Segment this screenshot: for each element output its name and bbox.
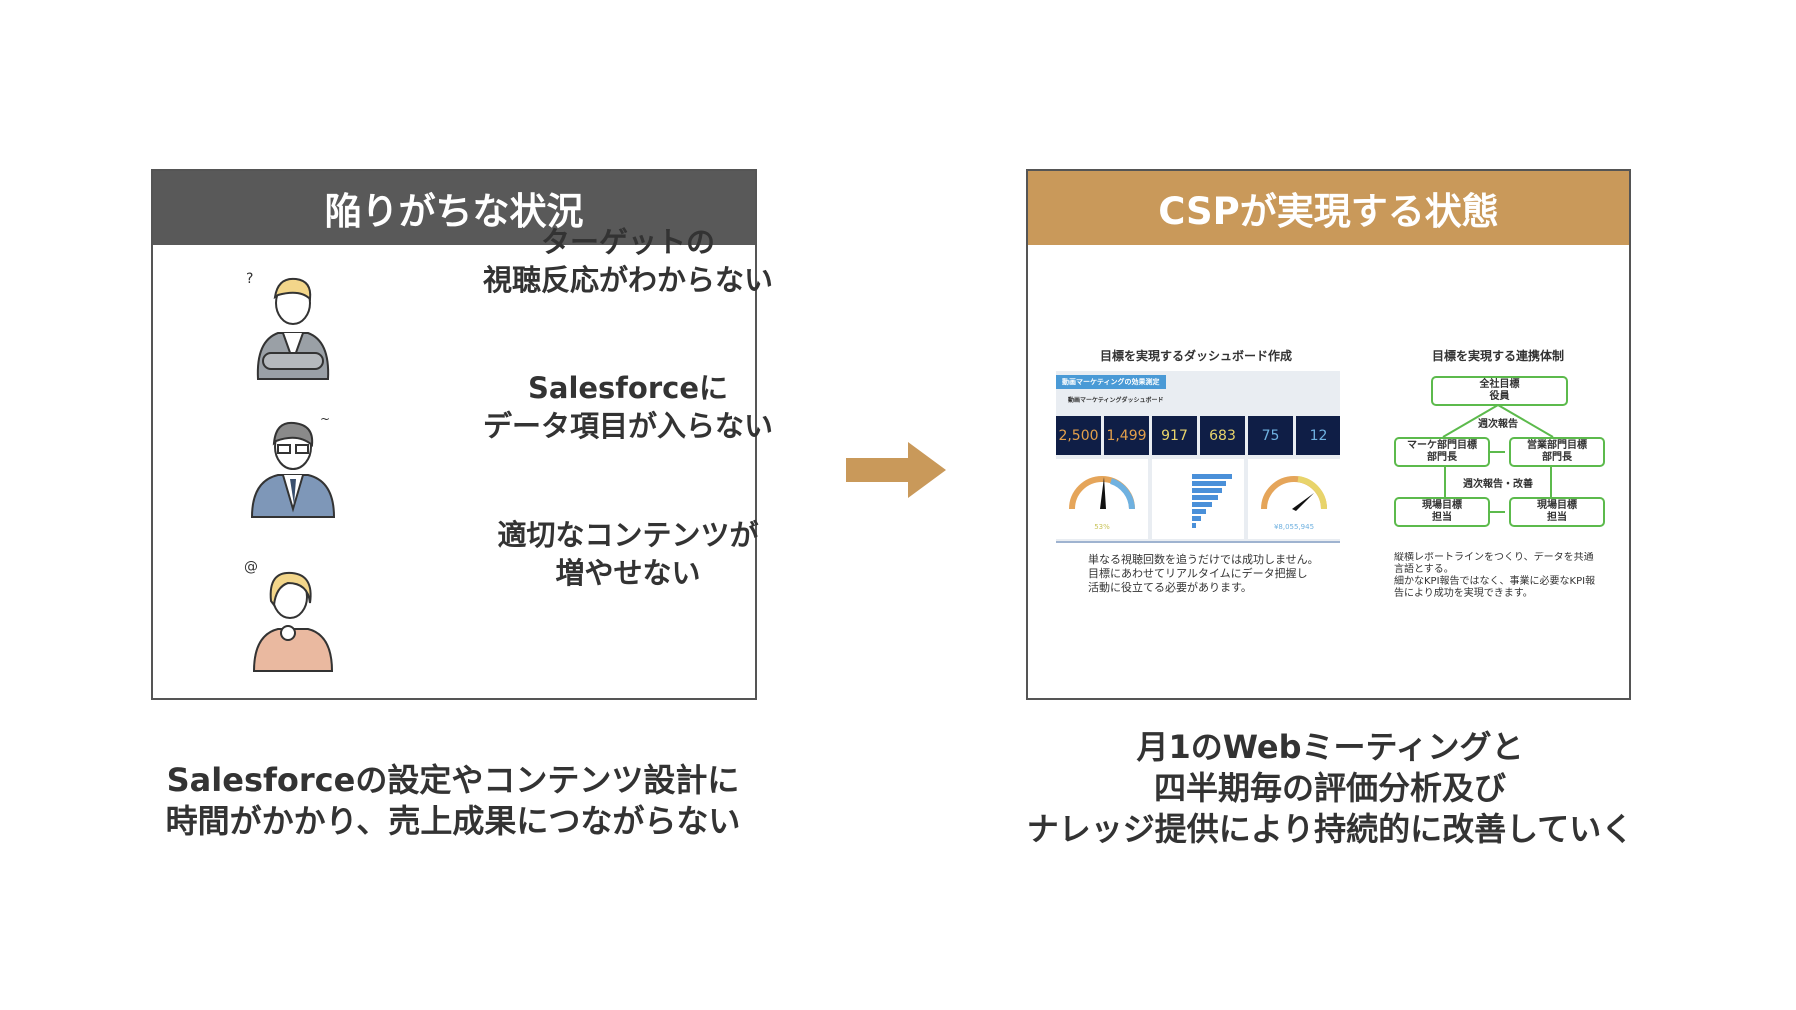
left-caption-line: 時間がかかり、売上成果につながらない xyxy=(165,802,741,840)
kpi-tile: 12 xyxy=(1296,416,1340,455)
gauge-chart-icon xyxy=(1261,476,1328,511)
gauge-card-1: 53% xyxy=(1056,459,1148,539)
caption-line: 言語とする。 xyxy=(1394,564,1454,575)
org-label: 担当 xyxy=(1547,512,1567,523)
svg-text:~: ~ xyxy=(320,412,330,426)
org-label: 現場目標 xyxy=(1537,500,1577,511)
right-arrow-icon xyxy=(846,442,946,498)
svg-text:?: ? xyxy=(246,271,253,287)
bar-chart-icon xyxy=(1192,474,1232,528)
caption-line: 細かなKPI報告ではなく、事業に必要なKPI報 xyxy=(1394,576,1596,587)
gauge-chart-icon xyxy=(1069,476,1135,510)
org-caption: 縦横レポートラインをつくり、データを共通言語とする。細かなKPI報告ではなく、事… xyxy=(1394,552,1595,598)
svg-text:@: @ xyxy=(244,559,258,575)
kpi-tile: 1,499 xyxy=(1104,416,1149,455)
right-panel-header: CSPが実現する状態 xyxy=(1028,171,1629,245)
org-box-sales: 営業部門目標部門長 xyxy=(1509,437,1605,467)
org-box-marketing: マーケ部門目標部門長 xyxy=(1394,437,1490,467)
org-label: 部門長 xyxy=(1542,452,1572,463)
issue-line: ターゲットの xyxy=(540,225,715,259)
dashboard-banner: 動画マーケティングの効果測定 xyxy=(1056,375,1166,389)
left-panel-title: 陥りがちな状況 xyxy=(324,190,584,233)
dashboard-name: 動画マーケティングダッシュボード xyxy=(1068,397,1164,404)
dashboard-caption: 単なる視聴回数を追うだけでは成功しません。目標にあわせてリアルタイムにデータ把握… xyxy=(1088,553,1319,595)
issue-text-1: ターゲットの視聴反応がわからない xyxy=(453,223,803,299)
left-panel-header: 陥りがちな状況 xyxy=(153,171,755,245)
org-label: 担当 xyxy=(1432,512,1452,523)
org-report-label: 週次報告 xyxy=(1478,419,1518,430)
org-label: 役員 xyxy=(1489,391,1510,402)
kpi-tile: 917 xyxy=(1152,416,1197,455)
dashboard-screenshot: 動画マーケティングの効果測定 動画マーケティングダッシュボード 2,500 1,… xyxy=(1056,371,1340,543)
issue-line: 適切なコンテンツが xyxy=(497,518,759,552)
issue-line: データ項目が入らない xyxy=(482,409,773,443)
gauge-value: 53% xyxy=(1094,523,1110,531)
org-label: 営業部門目標 xyxy=(1527,440,1587,451)
caption-line: 縦横レポートラインをつくり、データを共通 xyxy=(1394,552,1594,563)
org-title: 目標を実現する連携体制 xyxy=(1431,349,1564,363)
gauge-value: ¥8,055,945 xyxy=(1273,523,1315,531)
dashboard-title: 目標を実現するダッシュボード作成 xyxy=(1099,349,1292,363)
org-box-top: 全社目標役員 xyxy=(1431,376,1568,406)
caption-line: 単なる視聴回数を追うだけでは成功しません。 xyxy=(1088,553,1319,566)
right-caption: 月1のWebミーティングと四半期毎の評価分析及びナレッジ提供により持続的に改善し… xyxy=(970,727,1690,850)
right-caption-line: 四半期毎の評価分析及び xyxy=(1153,769,1506,807)
thinking-woman-icon: @ xyxy=(244,559,334,672)
caption-line: 目標にあわせてリアルタイムにデータ把握し xyxy=(1088,567,1308,580)
confused-man-arms-crossed-icon: ? xyxy=(246,271,330,380)
issue-text-2: Salesforceにデータ項目が入らない xyxy=(453,369,803,445)
right-panel-title: CSPが実現する状態 xyxy=(1158,190,1499,233)
org-connectors xyxy=(1442,404,1554,513)
left-caption-line: Salesforceの設定やコンテンツ設計に xyxy=(166,761,740,799)
org-label: 全社目標 xyxy=(1479,379,1520,390)
gauge-card-2: ¥8,055,945 xyxy=(1248,459,1340,539)
org-box-field-right: 現場目標担当 xyxy=(1509,497,1605,527)
issue-line: 増やせない xyxy=(555,556,701,590)
right-caption-line: ナレッジ提供により持続的に改善していく xyxy=(1026,810,1634,848)
caption-line: 活動に役立てる必要があります。 xyxy=(1088,581,1252,594)
right-panel: CSPが実現する状態 目標を実現するダッシュボード作成 動画マーケティングの効果… xyxy=(1026,169,1631,700)
worried-businessman-icon: ~ xyxy=(250,412,336,518)
org-report-label: 週次報告・改善 xyxy=(1463,479,1533,490)
kpi-tile: 683 xyxy=(1200,416,1245,455)
issue-text-3: 適切なコンテンツが増やせない xyxy=(453,516,803,592)
caption-line: 告により成功を実現できます。 xyxy=(1394,588,1533,598)
kpi-tile: 2,500 xyxy=(1056,416,1101,455)
left-caption: Salesforceの設定やコンテンツ設計に時間がかかり、売上成果につながらない xyxy=(100,760,806,842)
org-label: 現場目標 xyxy=(1422,500,1462,511)
issue-line: Salesforceに xyxy=(527,371,729,405)
issue-line: 視聴反応がわからない xyxy=(482,263,773,297)
org-label: マーケ部門目標 xyxy=(1407,440,1477,451)
right-caption-line: 月1のWebミーティングと xyxy=(1136,728,1524,766)
org-box-field-left: 現場目標担当 xyxy=(1394,497,1490,527)
org-label: 部門長 xyxy=(1427,452,1457,463)
bar-chart-card xyxy=(1152,459,1244,539)
kpi-tile: 75 xyxy=(1248,416,1293,455)
left-panel: 陥りがちな状況 ? ターゲットの視聴反応がわからない ~ Salesforceに… xyxy=(151,169,773,700)
